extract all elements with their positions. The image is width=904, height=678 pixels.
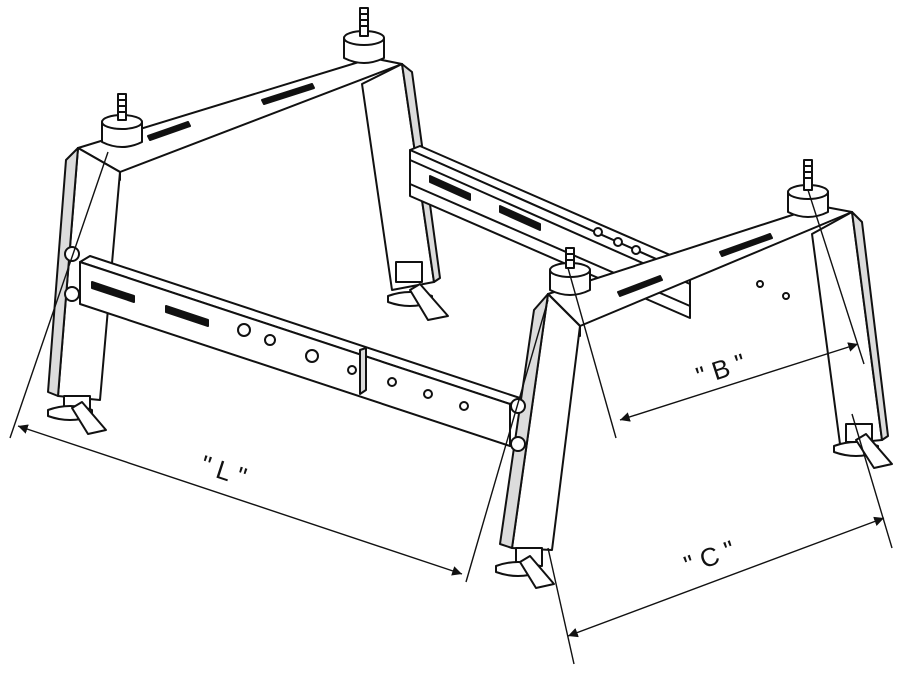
front-right-frame [499, 205, 889, 551]
pad-front-right [787, 159, 829, 218]
foot-front-right [833, 423, 893, 469]
dimension-c-label: " C " [680, 534, 739, 580]
foot-front-left [47, 395, 107, 435]
pad-back-right [343, 7, 385, 64]
pad-back-left [101, 93, 143, 148]
dimension-b-label: " B " [692, 347, 749, 391]
dimension-l-label: " L " [197, 449, 250, 492]
foot-front-center [495, 547, 555, 589]
pad-front-left [549, 247, 591, 296]
foot-back-right [387, 261, 449, 321]
dimension-c [547, 413, 893, 665]
dimension-b [567, 189, 865, 439]
front-adjustable-rail [64, 246, 526, 452]
dimension-l [9, 151, 549, 583]
